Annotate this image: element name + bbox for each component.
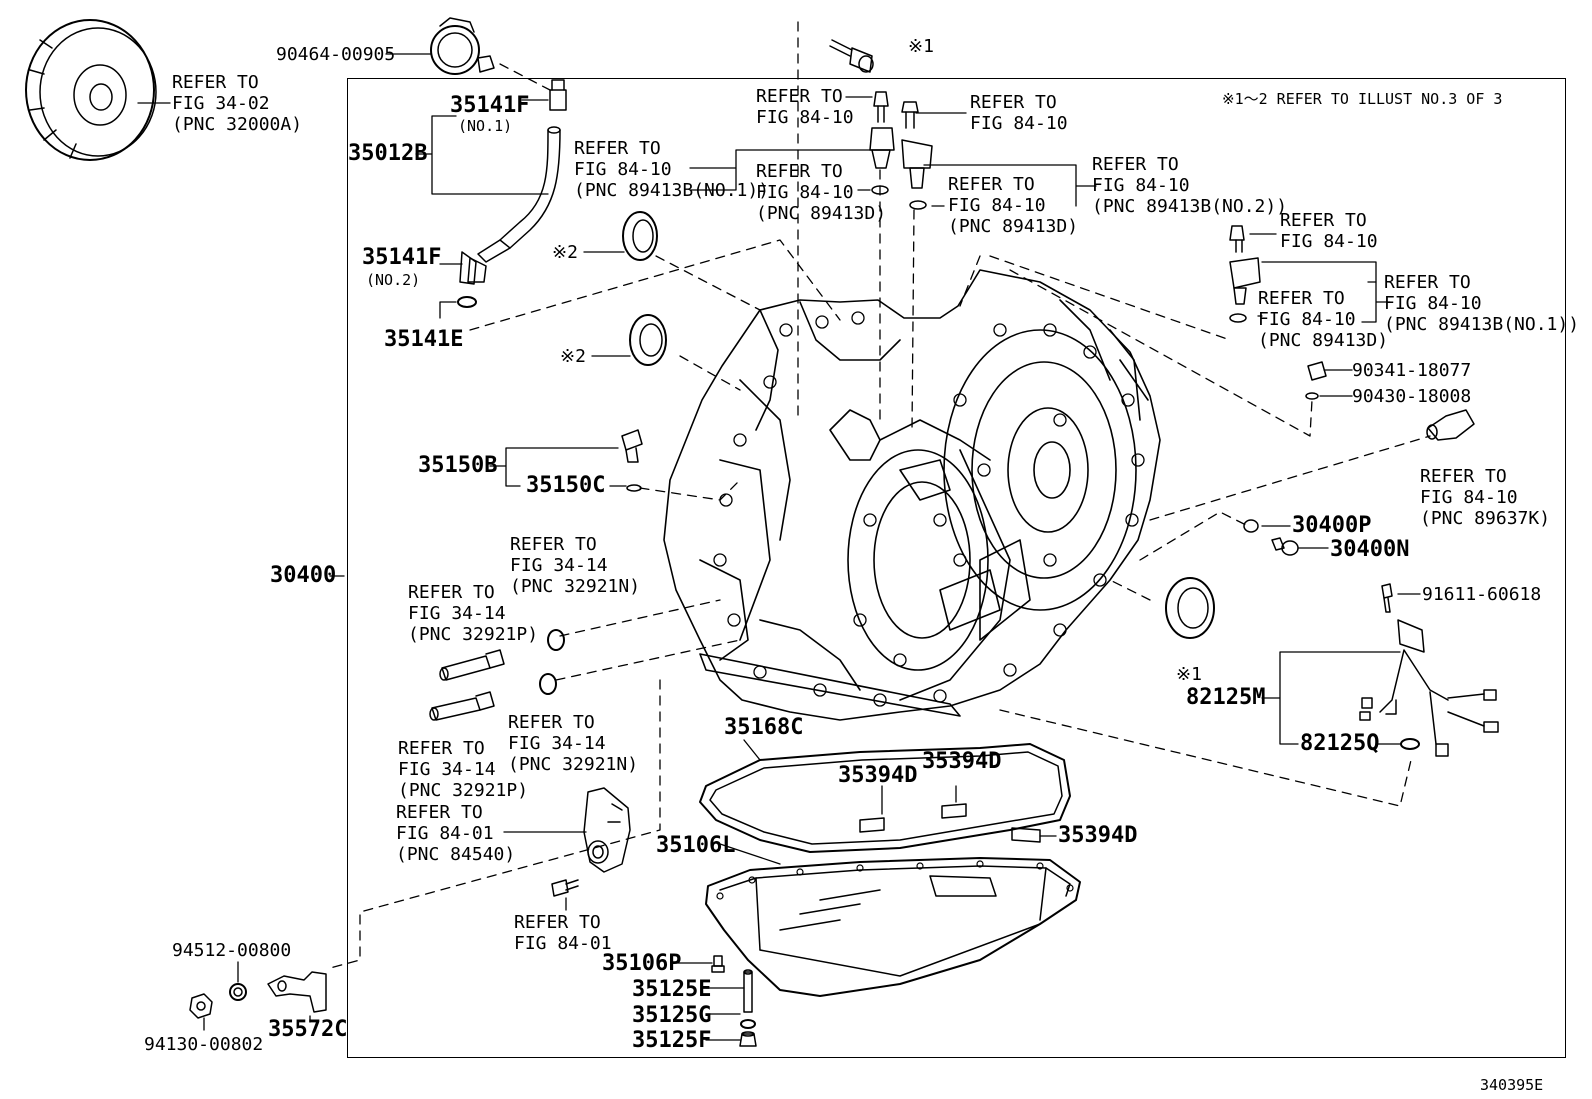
breather-hose-icon	[457, 79, 567, 308]
leader-lines	[137, 53, 1421, 1041]
plug-bolt-icon	[1305, 361, 1327, 400]
part-label-35572C[interactable]: 35572C	[268, 1017, 348, 1042]
part-label-35012B[interactable]: 35012B	[348, 141, 428, 166]
refer-label-32921P-lower[interactable]: REFER TO FIG 34-14 (PNC 32921P)	[398, 738, 529, 801]
part-label-35141F-no2[interactable]: 35141F	[362, 245, 442, 270]
drawing-frame	[347, 78, 1566, 1058]
part-label-35125G[interactable]: 35125G	[632, 1003, 712, 1028]
refer-label-89413B-no1-left[interactable]: REFER TO FIG 84-10 (PNC 89413B(NO.1))	[574, 138, 770, 201]
shift-lever-icon	[189, 971, 327, 1019]
part-label-94512-00800[interactable]: 94512-00800	[172, 940, 292, 961]
refer-label-89413D-top[interactable]: REFER TO FIG 84-10 (PNC 89413D)	[756, 161, 887, 224]
seal-ring-icon	[622, 211, 658, 261]
oil-pan-icon	[705, 857, 1081, 997]
part-label-30400[interactable]: 30400	[270, 563, 337, 588]
magnet-icon	[859, 803, 1041, 843]
part-label-35125F[interactable]: 35125F	[632, 1028, 712, 1053]
speed-sensor-icon	[901, 101, 933, 210]
refer-label-89413D-right[interactable]: REFER TO FIG 84-10 (PNC 89413D)	[1258, 288, 1389, 351]
part-sub-label-no1: (NO.1)	[458, 117, 513, 135]
bolt-icon	[829, 39, 874, 73]
part-label-35141E[interactable]: 35141E	[384, 327, 464, 352]
refer-label-right-bolt[interactable]: REFER TO FIG 84-10	[1280, 210, 1378, 252]
refer-label-torque-converter[interactable]: REFER TO FIG 34-02 (PNC 32000A)	[172, 72, 303, 135]
speed-sensor-icon	[1426, 409, 1475, 441]
seal-ring-icon	[1165, 577, 1215, 639]
seal-ring-icon	[629, 314, 667, 366]
part-label-35394D-middle[interactable]: 35394D	[922, 749, 1002, 774]
refer-label-32921N-upper[interactable]: REFER TO FIG 34-14 (PNC 32921N)	[510, 534, 641, 597]
position-sensor-icon	[583, 787, 631, 873]
o-ring-icon	[539, 629, 565, 695]
drawing-number: 340395E	[1480, 1076, 1544, 1094]
refer-label-32921N-lower[interactable]: REFER TO FIG 34-14 (PNC 32921N)	[508, 712, 639, 775]
oil-pan-gasket-icon	[699, 743, 1071, 853]
refer-label-top-bolt-right[interactable]: REFER TO FIG 84-10	[970, 92, 1068, 134]
note-mark-2-lower: ※2	[560, 346, 586, 367]
part-label-90464-00905[interactable]: 90464-00905	[276, 44, 396, 65]
refer-label-84-01[interactable]: REFER TO FIG 84-01	[514, 912, 612, 954]
oil-seal-icon	[430, 17, 495, 75]
refer-label-top-bolt-left[interactable]: REFER TO FIG 84-10	[756, 86, 854, 128]
part-label-30400N[interactable]: 30400N	[1330, 537, 1410, 562]
drain-bolt-icon	[711, 955, 757, 1047]
part-label-35141F-no1[interactable]: 35141F	[450, 93, 530, 118]
refer-label-89413B-no1-right[interactable]: REFER TO FIG 84-10 (PNC 89413B(NO.1))	[1384, 272, 1580, 335]
part-label-35394D-left[interactable]: 35394D	[838, 763, 918, 788]
bolt-icon	[551, 879, 579, 897]
part-label-91611-60618[interactable]: 91611-60618	[1422, 584, 1542, 605]
refer-label-89413B-no2[interactable]: REFER TO FIG 84-10 (PNC 89413B(NO.2))	[1092, 154, 1288, 217]
torque-converter-icon	[25, 19, 157, 161]
part-label-35106P[interactable]: 35106P	[602, 951, 682, 976]
part-label-82125M[interactable]: 82125M	[1186, 685, 1266, 710]
part-label-30400P[interactable]: 30400P	[1292, 513, 1372, 538]
illustration-reference-note: ※1～2 REFER TO ILLUST NO.3 OF 3	[1222, 90, 1503, 108]
refer-label-32921P-upper[interactable]: REFER TO FIG 34-14 (PNC 32921P)	[408, 582, 539, 645]
speed-sensor-icon	[1229, 225, 1261, 323]
part-label-35125E[interactable]: 35125E	[632, 977, 712, 1002]
refer-label-89637K[interactable]: REFER TO FIG 84-10 (PNC 89637K)	[1420, 466, 1551, 529]
part-label-90430-18008[interactable]: 90430-18008	[1352, 386, 1472, 407]
note-mark-1-right: ※1	[1176, 664, 1202, 685]
part-label-94130-00802[interactable]: 94130-00802	[144, 1034, 264, 1055]
note-mark-2-upper: ※2	[552, 242, 578, 263]
part-sub-label-no2: (NO.2)	[366, 271, 421, 289]
pipe-fitting-icon	[429, 691, 495, 721]
refer-label-89413D-middle[interactable]: REFER TO FIG 84-10 (PNC 89413D)	[948, 174, 1079, 237]
part-label-35168C[interactable]: 35168C	[724, 715, 804, 740]
refer-label-84540[interactable]: REFER TO FIG 84-01 (PNC 84540)	[396, 802, 516, 865]
part-label-35106L[interactable]: 35106L	[656, 833, 736, 858]
wire-harness-icon	[1359, 583, 1499, 757]
part-label-82125Q[interactable]: 82125Q	[1300, 731, 1380, 756]
part-label-90341-18077[interactable]: 90341-18077	[1352, 360, 1472, 381]
part-label-35150C[interactable]: 35150C	[526, 473, 606, 498]
part-label-35150B[interactable]: 35150B	[418, 453, 498, 478]
pipe-fitting-icon	[439, 649, 505, 681]
dashed-guide-lines	[329, 21, 1431, 969]
part-label-35394D-right[interactable]: 35394D	[1058, 823, 1138, 848]
note-mark-1-top: ※1	[908, 36, 934, 57]
